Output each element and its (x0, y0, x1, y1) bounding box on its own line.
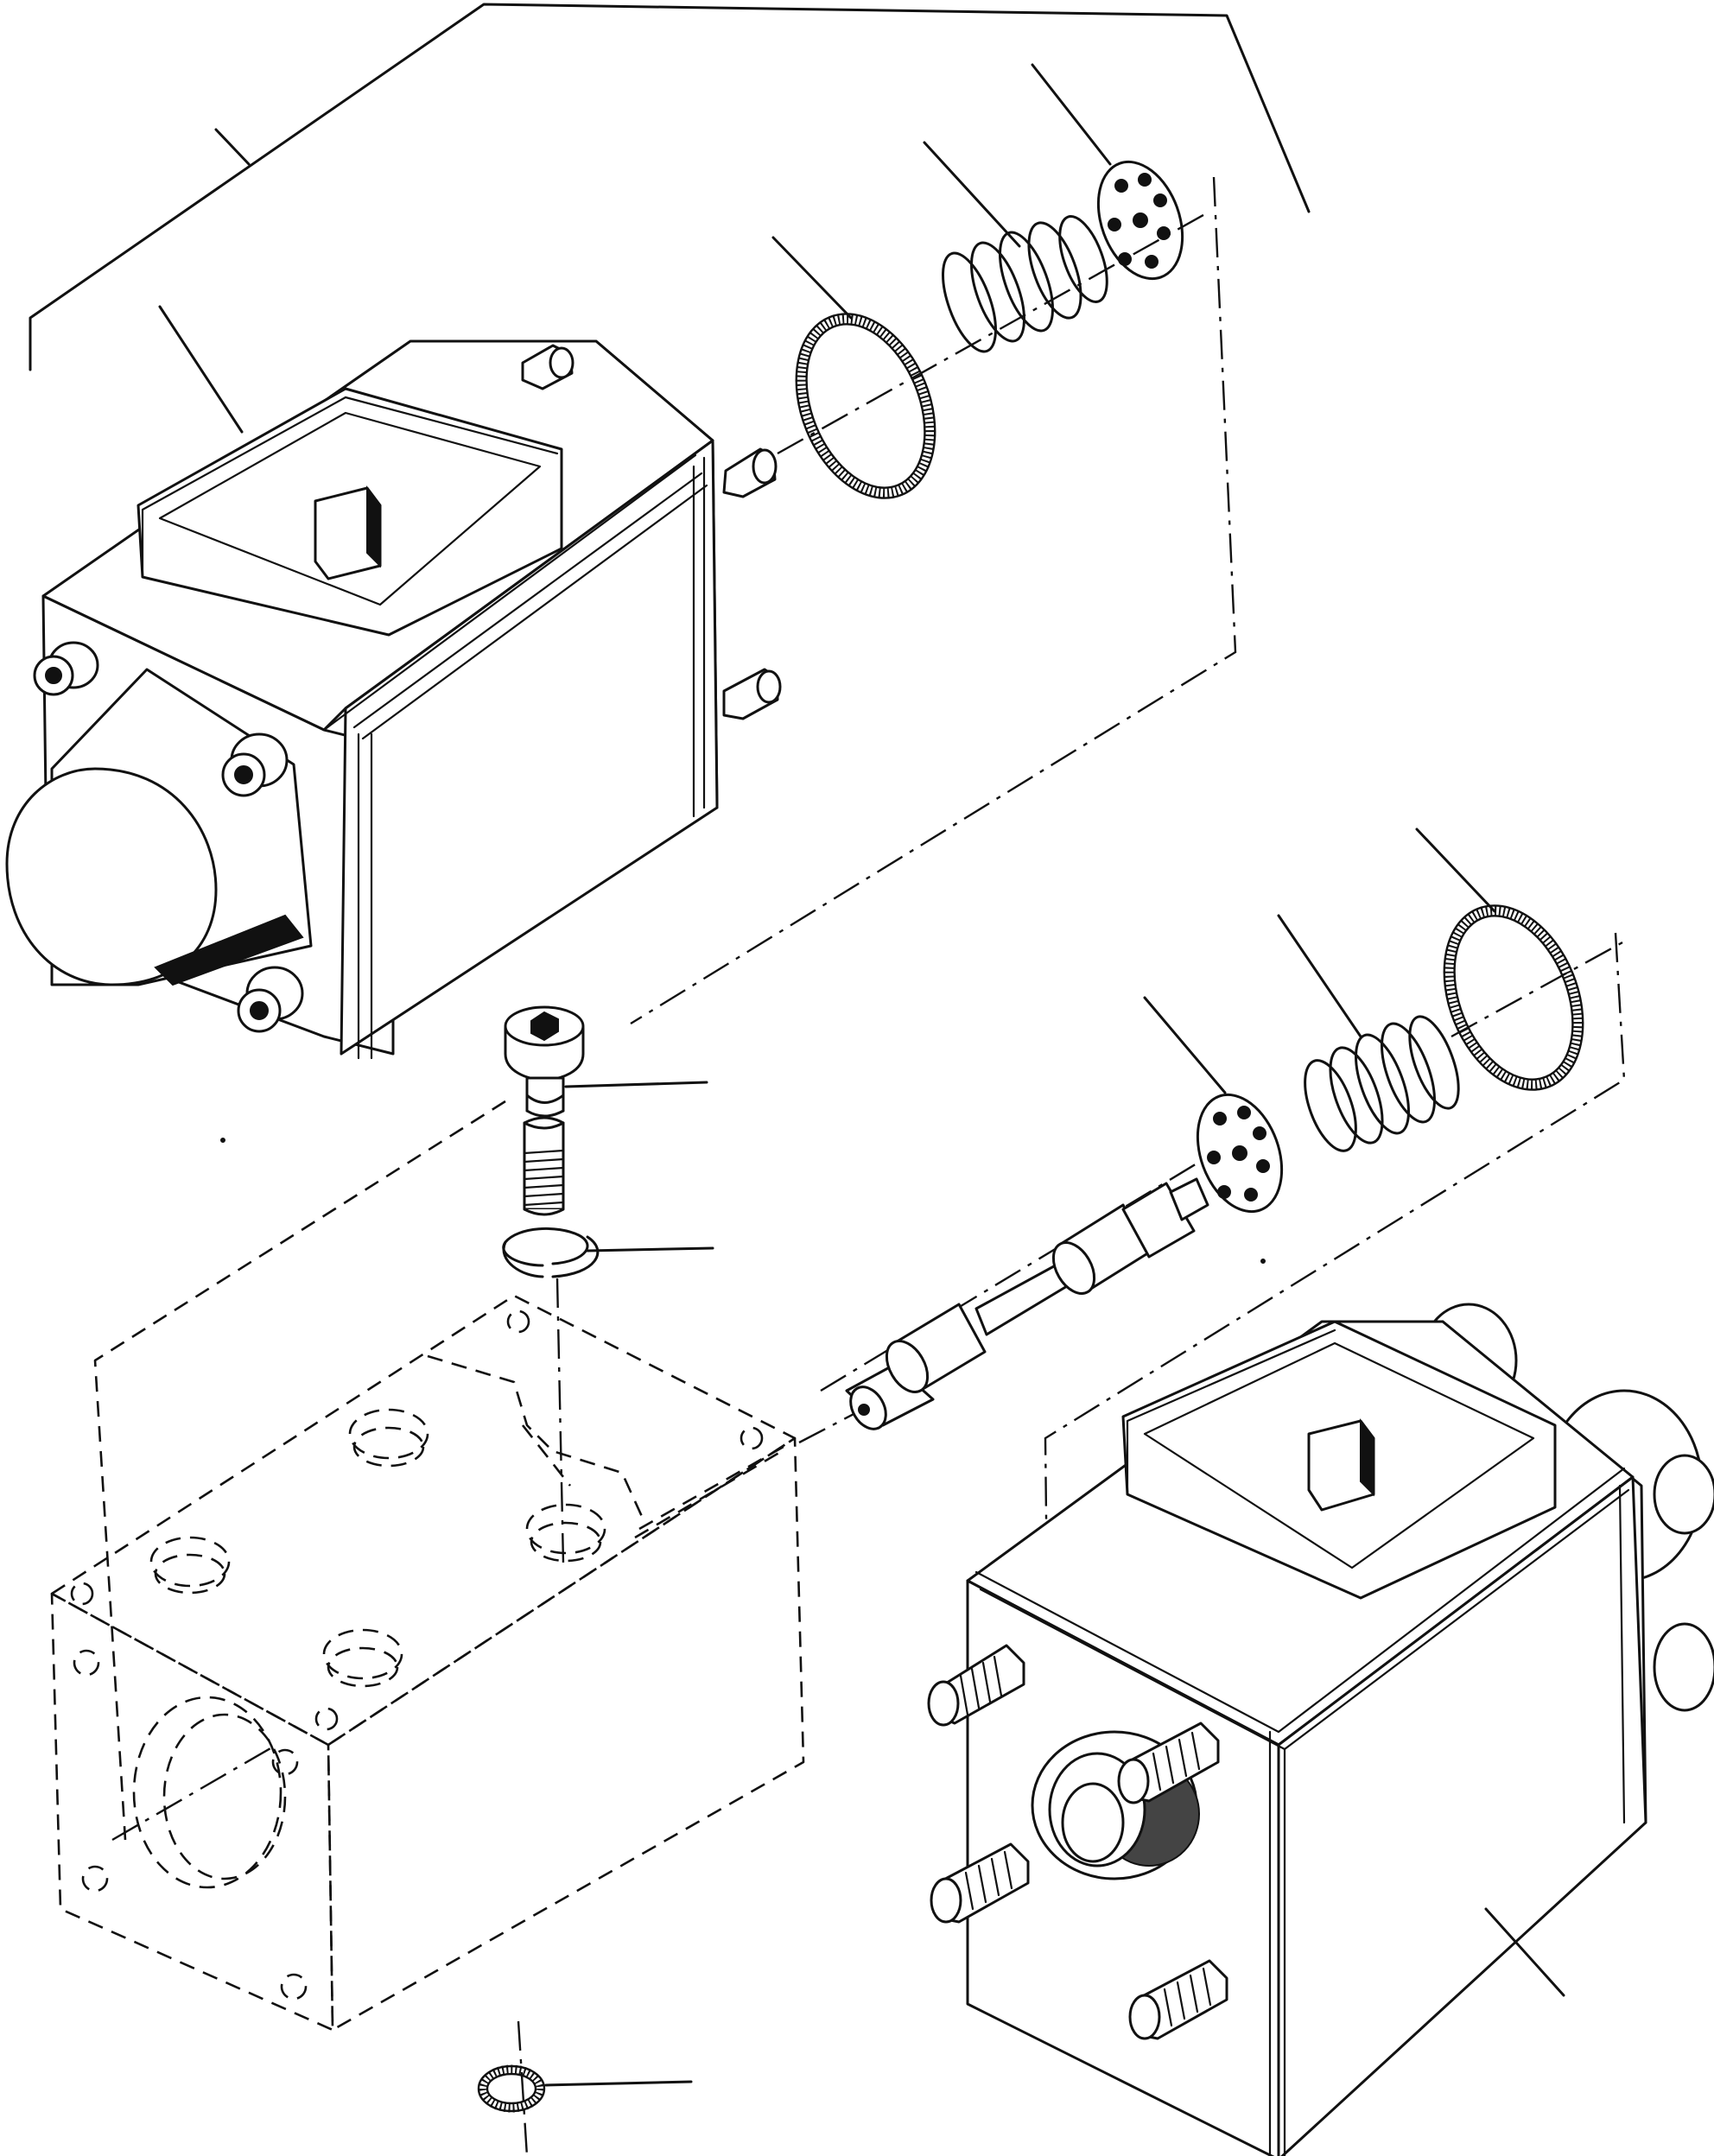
spring-lower (1304, 1015, 1460, 1152)
seal-ring-bottom (477, 2064, 546, 2113)
callout-leader-snap-ring (586, 1246, 714, 1252)
gasket-upper (795, 313, 936, 499)
disc-upper (1096, 160, 1184, 281)
callout-leader-spring-lower (1277, 914, 1362, 1038)
callout-leader-disc-upper (1031, 63, 1112, 166)
stud (523, 1116, 565, 1216)
gasket-lower (1443, 904, 1584, 1091)
callout-leader-gasket-upper (771, 236, 853, 320)
spool (820, 1138, 1236, 1430)
speck-mark (220, 1138, 225, 1143)
group-bracket-upper (29, 3, 1311, 371)
callout-leader-disc-lower (1143, 996, 1227, 1094)
callout-leader-screw (564, 1081, 708, 1088)
spring-upper (942, 215, 1108, 353)
solenoid-coil-lower (927, 1303, 1714, 2156)
speck-mark (1260, 1259, 1266, 1264)
callout-leader-solenoid-lower (1484, 1907, 1565, 1997)
solenoid-coil-upper (5, 339, 782, 1060)
socket-screw (504, 1005, 585, 1118)
callout-leader-gasket-lower (1415, 828, 1496, 913)
callout-leader-solenoid-upper (158, 305, 244, 434)
callout-leader-spring-upper (923, 141, 1021, 248)
callout-leader-seal-ring (544, 2080, 693, 2087)
valve-body (50, 1294, 805, 2032)
disc-lower (1196, 1093, 1284, 1214)
snap-ring (502, 1227, 600, 1278)
